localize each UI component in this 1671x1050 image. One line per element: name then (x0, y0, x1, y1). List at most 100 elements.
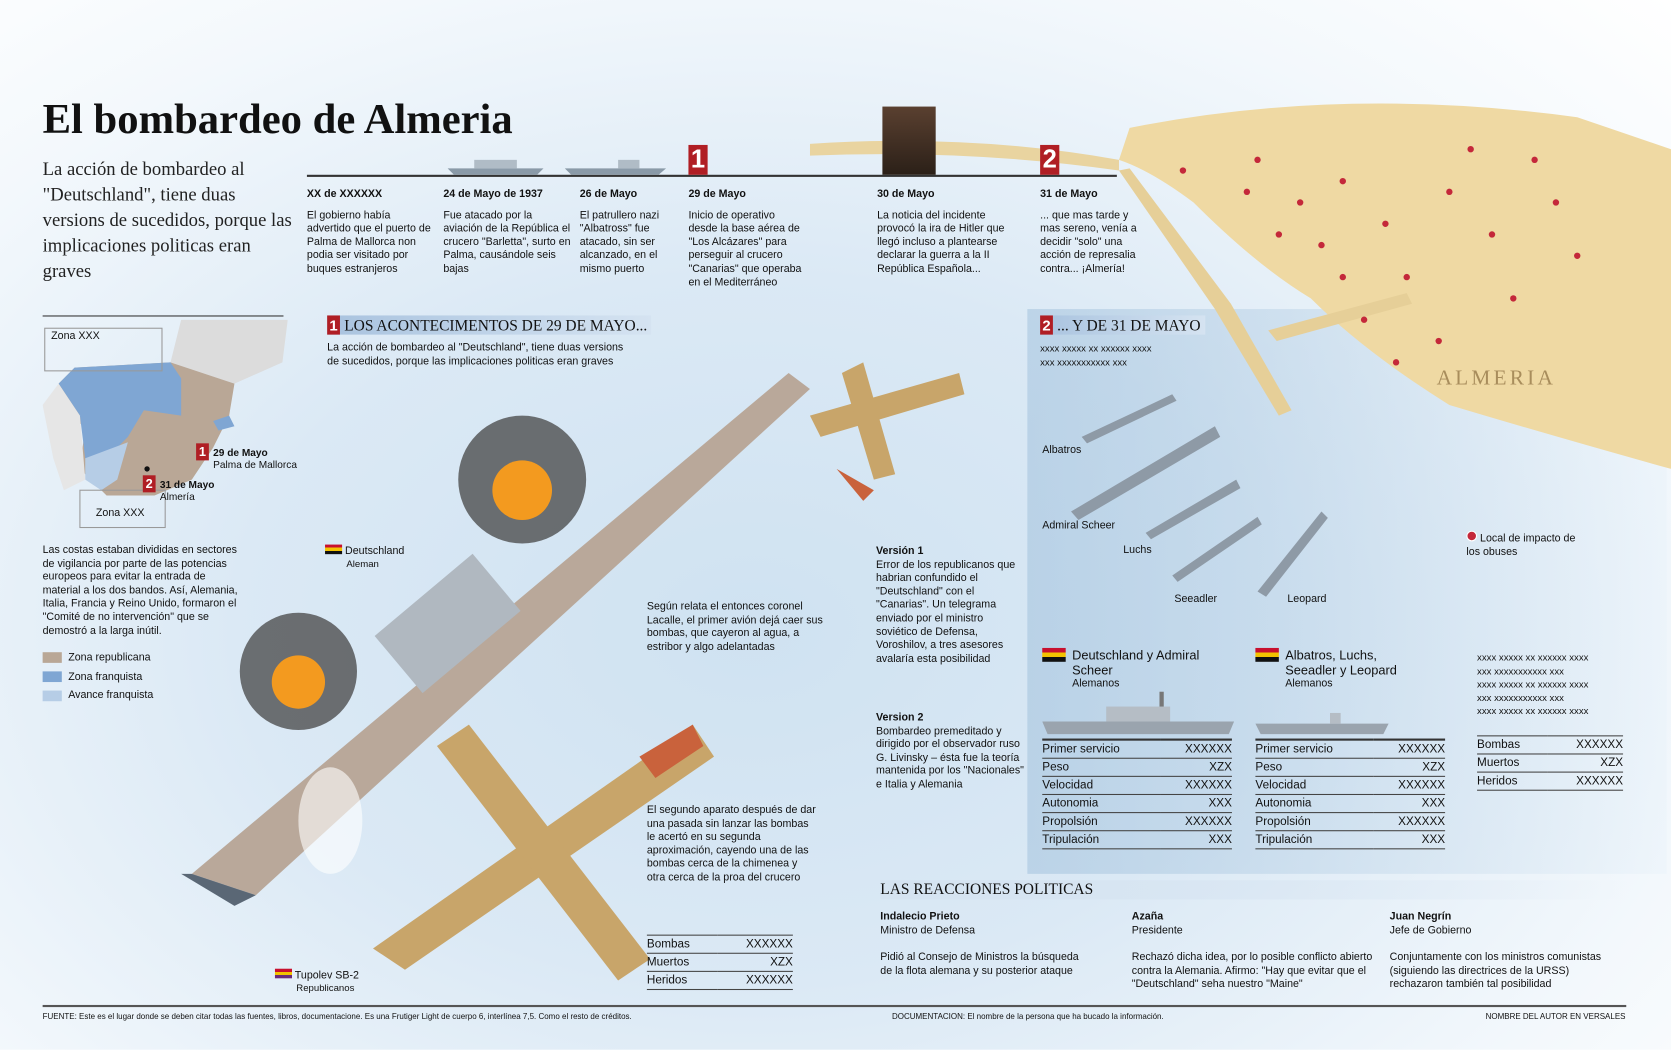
explosion-icon (271, 655, 326, 709)
city-label: ALMERIA (1436, 366, 1557, 391)
version-1-text: Error de los republicanos que habrian co… (876, 559, 1016, 665)
timeline-date: 30 de Mayo (877, 188, 935, 201)
map-place-2: Almería (159, 491, 195, 504)
row-label: Velocidad (1255, 775, 1374, 795)
person-statement: Rechazó dicha idea, por lo posible confl… (1131, 951, 1373, 991)
row-label: Tripulación (1255, 830, 1374, 849)
person-name: Indalecio Prieto (880, 911, 960, 923)
timeline-date: 26 de Mayo (579, 188, 638, 201)
row-label: Bombas (1477, 735, 1547, 755)
row-value: XXXXXX (1373, 775, 1446, 795)
german-fleet-illustration (1071, 394, 1328, 597)
row-value: XXXXXX (1160, 739, 1232, 759)
legend-label: Zona republicana (68, 652, 151, 664)
side-text-line: xxxx xxxxx xx xxxxxx xxxx (1477, 679, 1589, 690)
person-name: Juan Negrín (1389, 911, 1452, 923)
row-label: Peso (1042, 757, 1161, 777)
deutschland-silhouette (1042, 691, 1235, 734)
row-label: Heridos (1477, 772, 1547, 791)
admiral-scheer-label: Admiral Scheer (1042, 520, 1116, 532)
tupolev-side: Republicanos (296, 982, 355, 993)
legend-label: Avance franquista (68, 689, 154, 702)
timeline-date: XX de XXXXXX (306, 188, 383, 201)
legend-item: Zona republicana (42, 652, 154, 665)
german-flag-icon (1042, 647, 1066, 662)
timeline-text: El patrullero nazi "Albatross" fue ataca… (579, 209, 660, 275)
row-value: XXX (1160, 794, 1232, 813)
map-text: Las costas estaban divididas en sectores… (42, 544, 238, 637)
seeadler-label: Seeadler (1174, 593, 1218, 606)
german-flag-icon (1255, 647, 1279, 662)
section-2-header: 2... Y DE 31 DE MAYO (1040, 315, 1205, 335)
row-label: Primer servicio (1042, 739, 1161, 759)
lead-text: La acción de bombardeo al "Deutschland",… (42, 157, 292, 282)
albatros-label: Albatros (1042, 444, 1082, 457)
person-role: Presidente (1131, 924, 1183, 937)
side-text-line: xxx xxxxxxxxxxx xxx (1477, 665, 1564, 677)
timeline-text: El gobierno había advertido que el puert… (306, 209, 431, 275)
destroyer-silhouette (1255, 712, 1389, 734)
impact-dot-icon (1466, 530, 1478, 542)
person-statement: Pidió al Consejo de Ministros la búsqued… (880, 951, 1079, 978)
timeline-text: ... que mas tarde y mas sereno, venía a … (1040, 209, 1137, 275)
section-1-text: La acción de bombardeo al "Deutschland",… (327, 342, 624, 368)
tupolev-plane-1 (809, 362, 965, 501)
row-value: XXXXXX (1546, 735, 1624, 755)
ship-group-1-name: Deutschland y Admiral Scheer (1072, 647, 1200, 678)
row-label: Muertos (1477, 753, 1547, 773)
timeline-text: La noticia del incidente provocó la ira … (877, 209, 1005, 275)
explosion-icon (492, 460, 553, 521)
footer-documentation: DOCUMENTACION: El nombre de la persona q… (891, 1011, 1164, 1021)
legend-swatch (42, 690, 62, 701)
section-2-text: xxxx xxxxx xx xxxxxx xxxx xxx xxxxxxxxxx… (1040, 343, 1152, 368)
row-label: Heridos (646, 971, 717, 991)
row-value: XXX (1373, 830, 1446, 849)
footer-source: FUENTE: Este es el lugar donde se deben … (42, 1011, 632, 1021)
tupolev-name: Tupolev SB-2 (294, 969, 359, 982)
row-label: Bombas (646, 935, 717, 954)
row-value: XXXXXX (1160, 775, 1232, 795)
impact-legend: Local de impacto de los obuses (1466, 530, 1583, 560)
page-title: El bombardeo de Almeria (42, 94, 513, 143)
row-label: Autonomia (1255, 794, 1374, 813)
row-value: XXX (1160, 830, 1232, 849)
row-value: XXXXXX (716, 971, 793, 991)
almeria-city-map (809, 103, 1671, 469)
row-value: XZX (1373, 757, 1446, 777)
row-label: Velocidad (1042, 775, 1161, 795)
person-role: Jefe de Gobierno (1389, 924, 1472, 937)
albatross-ship-icon (564, 159, 667, 175)
section-2-marker: 2 (1040, 315, 1053, 335)
spain-map (42, 319, 288, 529)
person-name: Azaña (1131, 911, 1164, 923)
section-1-title: LOS ACONTECIMENTOS DE 29 DE MAYO... (344, 317, 648, 335)
person-role: Ministro de Defensa (880, 924, 976, 937)
map-date-1: 29 de Mayo (213, 447, 268, 460)
timeline-entry: 30 de Mayo La noticia del incidente provo… (877, 189, 1016, 277)
legend-label: Zona franquista (68, 670, 143, 683)
